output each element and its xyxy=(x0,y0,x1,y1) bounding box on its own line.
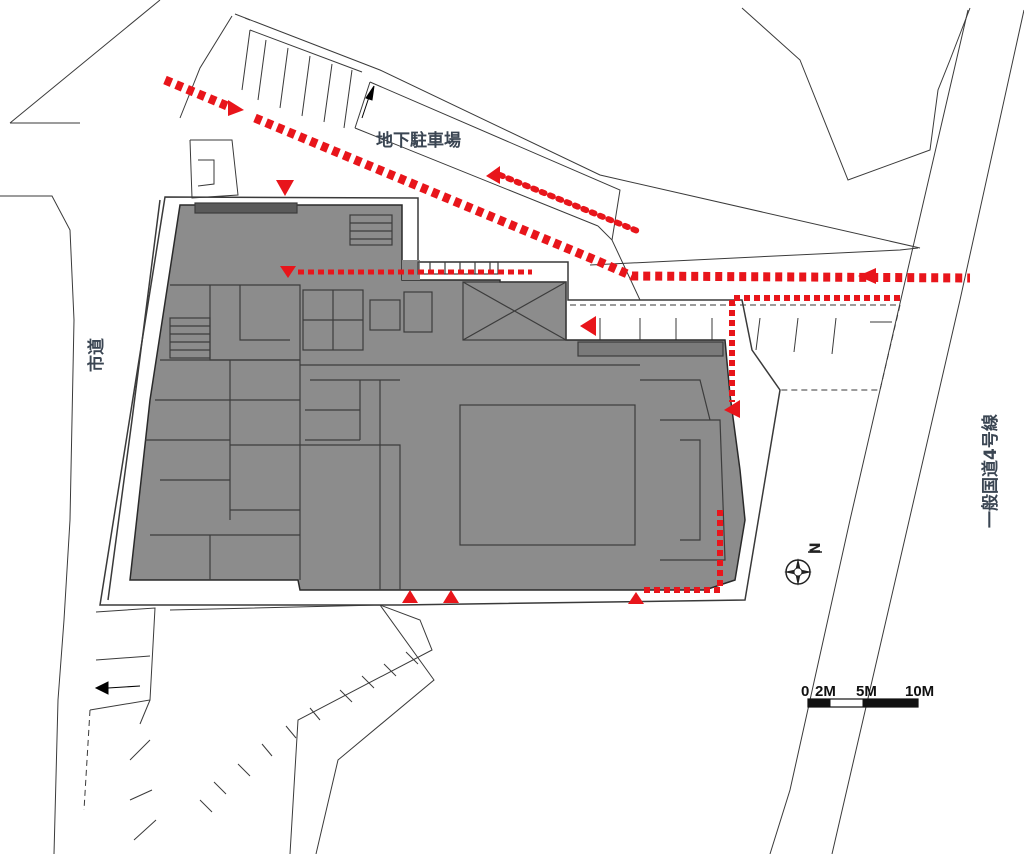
traffic-arrows xyxy=(94,85,375,695)
scale-tick-2m: 2M xyxy=(815,683,836,700)
parking-route xyxy=(497,172,643,235)
scale-tick-10m: 10M xyxy=(905,683,934,700)
scale-tick-5m: 5M xyxy=(856,683,877,700)
label-city-road: 市道 xyxy=(86,338,107,372)
lower-parking-arrow xyxy=(94,681,109,695)
compass-north-letter: N xyxy=(808,542,824,554)
entrance-arrow-east-lobby xyxy=(580,316,596,336)
route-markers xyxy=(163,75,971,593)
label-underground-parking: 地下駐車場 xyxy=(376,130,461,151)
entrance-arrow-south-1 xyxy=(402,590,418,603)
route-arrows xyxy=(228,100,876,604)
arrow-right-top xyxy=(228,100,244,116)
building-footprint xyxy=(129,204,746,591)
parking-direction-arrow xyxy=(365,85,375,101)
vehicle-route-main xyxy=(253,113,971,283)
label-national-route: 一般国道4号線 xyxy=(980,414,1001,528)
interior-walls xyxy=(145,202,726,590)
access-route-south xyxy=(640,510,723,593)
scale-bar: 0 2M 5M 10M xyxy=(801,683,934,708)
arrow-left-road xyxy=(858,268,876,284)
building-upper-block xyxy=(402,205,420,280)
entrance-arrow-south-3 xyxy=(628,592,644,604)
entrance-arrow-core xyxy=(280,266,296,278)
entrance-arrow-north xyxy=(276,180,294,196)
vehicle-route-top xyxy=(163,75,234,113)
scale-tick-0: 0 xyxy=(801,683,809,700)
entrance-arrow-south-2 xyxy=(443,590,459,603)
north-compass: N xyxy=(784,542,824,586)
arrow-left-parking xyxy=(486,166,500,184)
building-main xyxy=(129,204,746,591)
site-boundary xyxy=(99,196,781,606)
entrance-arrow-east xyxy=(724,400,740,418)
access-route-east xyxy=(729,295,900,402)
